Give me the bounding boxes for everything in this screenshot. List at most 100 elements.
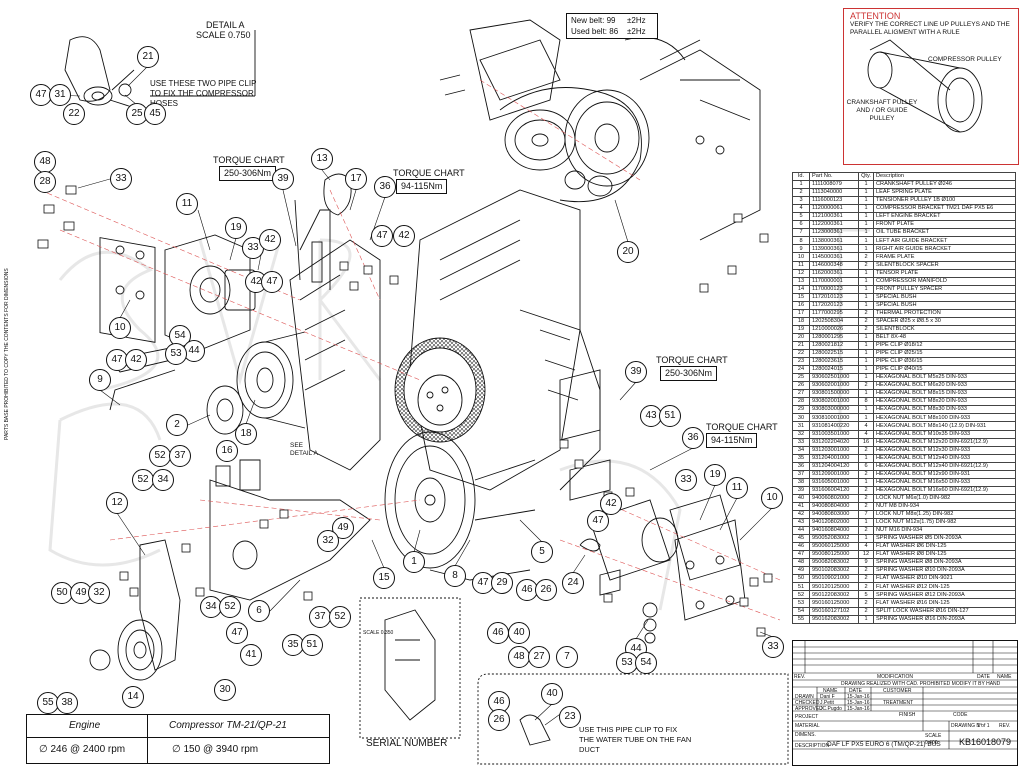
bom-cell-qty: 8	[858, 397, 874, 407]
bom-cell-qty: 2	[858, 574, 874, 584]
bom-cell-part-no: 1210000026	[809, 324, 859, 334]
bom-cell-id: 17	[792, 308, 810, 318]
bom-cell-qty: 4	[858, 421, 874, 431]
bom-cell-id: 49	[792, 566, 810, 576]
bom-cell-description: SPECIAL BUSH	[873, 292, 1016, 302]
callout-34: 34	[152, 469, 174, 491]
bom-cell-description: SPLIT LOCK WASHER Ø16 DIN-127	[873, 606, 1016, 616]
bom-cell-description: LOCK NUT M8x(1.25) DIN-982	[873, 509, 1016, 520]
bom-cell-description: LEAF SPRING PLATE	[873, 188, 1016, 198]
callout-42: 42	[125, 349, 147, 371]
bom-cell-description: FRAME PLATE	[873, 252, 1016, 262]
bom-cell-qty: 2	[858, 493, 874, 503]
callout-45: 45	[144, 103, 166, 125]
bom-cell-qty: 1	[858, 180, 874, 190]
callout-33: 33	[242, 237, 264, 259]
callout-32: 32	[88, 582, 110, 604]
callout-47: 47	[261, 271, 283, 293]
water-tube-note: USE THIS PIPE CLIP TO FIX THE WATER TUBE…	[579, 725, 692, 754]
bom-cell-description: THERMAL PROTECTION	[873, 308, 1016, 318]
see-detail-a: SEE DETAIL A	[290, 442, 318, 457]
bom-cell-id: 54	[792, 606, 810, 616]
bom-cell-part-no: 940120802000	[809, 518, 859, 528]
bom-cell-description: SPRING WASHER Ø12 DIN-2093A	[873, 590, 1016, 600]
bom-cell-part-no: 931003501000	[809, 429, 859, 439]
bom-cell-qty: 1	[858, 220, 874, 230]
bom-cell-id: 15	[792, 292, 810, 302]
torque-chart-3-title: TORQUE CHART	[656, 355, 728, 365]
compressor-pulley-label: COMPRESSOR PULLEY	[928, 56, 1002, 63]
bom-cell-description: LEFT ENGINE BRACKET	[873, 212, 1016, 222]
bom-cell-id: 41	[792, 501, 810, 511]
bom-cell-description: PIPE CLIP Ø40/15	[873, 365, 1016, 375]
bom-cell-part-no: 1113040000	[809, 188, 859, 198]
callout-33: 33	[675, 469, 697, 491]
bom-cell-qty: 12	[858, 550, 874, 560]
detail-a-title: DETAIL A	[206, 20, 245, 30]
bom-cell-part-no: 930801500000	[809, 389, 859, 399]
callout-47: 47	[587, 510, 609, 532]
bom-cell-qty: 2	[858, 308, 874, 318]
detail-a-scale: SCALE 0.750	[196, 30, 251, 40]
bom-cell-qty: 2	[858, 469, 874, 479]
bom-cell-description: COMPRESSOR MANIFOLD	[873, 276, 1016, 286]
bom-cell-description: FLAT WASHER Ø8 DIN-125	[873, 550, 1016, 560]
bom-cell-qty: 1	[858, 477, 874, 487]
bom-cell-description: PIPE CLIP Ø25/15	[873, 349, 1016, 359]
callout-9: 9	[89, 369, 111, 391]
bom-cell-id: 9	[792, 244, 810, 254]
bom-cell-id: 36	[792, 461, 810, 471]
bom-header-part-no: Part No.	[809, 171, 859, 182]
bom-cell-part-no: 1170000001	[809, 276, 859, 286]
bom-cell-id: 25	[792, 373, 810, 383]
tb-drawing-n: DRAWING N°	[951, 723, 982, 729]
tb-scale-value: 0.400	[925, 740, 938, 746]
tb-sheet: 1 of 1	[977, 723, 990, 729]
bom-cell-id: 27	[792, 389, 810, 399]
bom-cell-id: 12	[792, 268, 810, 278]
bom-cell-qty: 2	[858, 526, 874, 536]
bom-cell-description: RIGHT AIR GUIDE BRACKET	[873, 244, 1016, 254]
bom-cell-description: HEXAGONAL BOLT M12x90 DIN-931	[873, 469, 1016, 479]
bom-cell-qty: 7	[858, 509, 874, 520]
bom-cell-id: 28	[792, 397, 810, 407]
tb-checked-name: J.Petit	[820, 700, 834, 706]
bom-cell-id: 44	[792, 526, 810, 536]
bom-header-qty: Qty.	[858, 171, 874, 182]
bom-cell-id: 23	[792, 357, 810, 367]
bom-cell-id: 2	[792, 188, 810, 198]
bom-cell-description: FRONT PLATE	[873, 220, 1016, 230]
bom-cell-qty: 2	[858, 598, 874, 608]
bom-cell-part-no: 931204004120	[809, 461, 859, 471]
callout-52: 52	[219, 596, 241, 618]
bom-cell-qty: 1	[858, 212, 874, 222]
bom-cell-id: 39	[792, 485, 810, 495]
bom-cell-part-no: 950060125000	[809, 542, 859, 552]
bom-cell-qty: 1	[858, 268, 874, 278]
bom-cell-part-no: 930602001000	[809, 381, 859, 391]
bom-cell-qty: 1	[858, 204, 874, 214]
tb-code: CODE	[953, 712, 968, 718]
bom-cell-part-no: 1280023615	[809, 357, 859, 367]
callout-11: 11	[176, 193, 198, 215]
used-belt-label: Used belt: 86	[571, 27, 619, 36]
bom-cell-part-no: 1139000361	[809, 244, 859, 254]
bom-cell-part-no: 1138000361	[809, 236, 859, 246]
callout-15: 15	[373, 567, 395, 589]
bom-header-id: Id.	[792, 171, 810, 182]
bom-cell-id: 42	[792, 509, 810, 520]
bom-cell-description: COMPRESSOR BRACKET TM21 DAF PX5 E6	[873, 204, 1016, 214]
